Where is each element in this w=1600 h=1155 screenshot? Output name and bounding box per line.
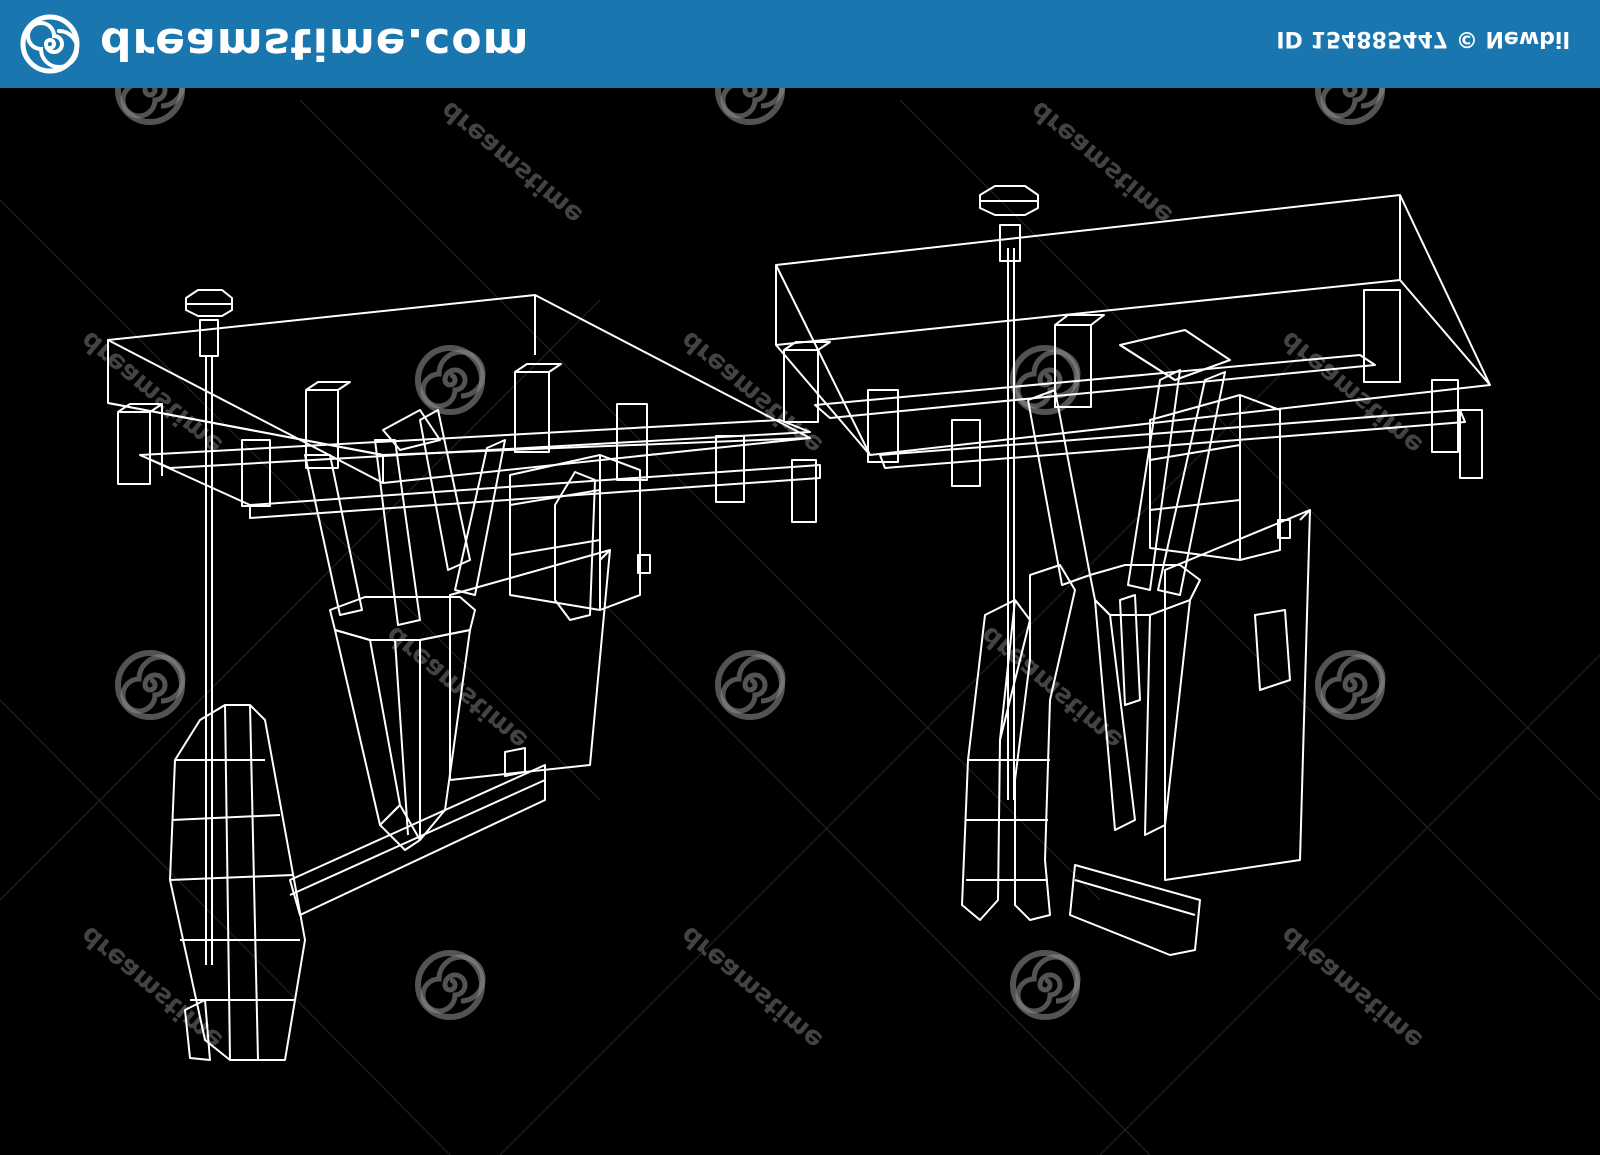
watermark-lines <box>0 99 1600 1155</box>
watermark-text: dreamstime <box>435 95 589 231</box>
watermark-text: dreamstime <box>1025 95 1179 231</box>
watermark-spirals <box>118 88 1383 1017</box>
watermark-banner: dreamstime.com ID 154885447 © Newbil <box>0 0 1600 88</box>
right-trolley-wireframe <box>775 185 1491 956</box>
watermark-words: dreamstime dreamstime dreamstime dreamst… <box>75 95 1429 1056</box>
left-trolley-wireframe <box>107 289 821 1061</box>
image-credit: ID 154885447 © Newbil <box>1276 26 1570 51</box>
brand-logo: dreamstime.com <box>20 12 529 76</box>
watermark-text: dreamstime <box>1275 325 1429 461</box>
watermark-text: dreamstime <box>1275 920 1429 1056</box>
brand-text: dreamstime.com <box>100 18 530 70</box>
wireframe-illustration: dreamstime dreamstime dreamstime dreamst… <box>0 88 1600 1155</box>
spiral-icon <box>20 14 80 74</box>
watermark-text: dreamstime <box>675 920 829 1056</box>
